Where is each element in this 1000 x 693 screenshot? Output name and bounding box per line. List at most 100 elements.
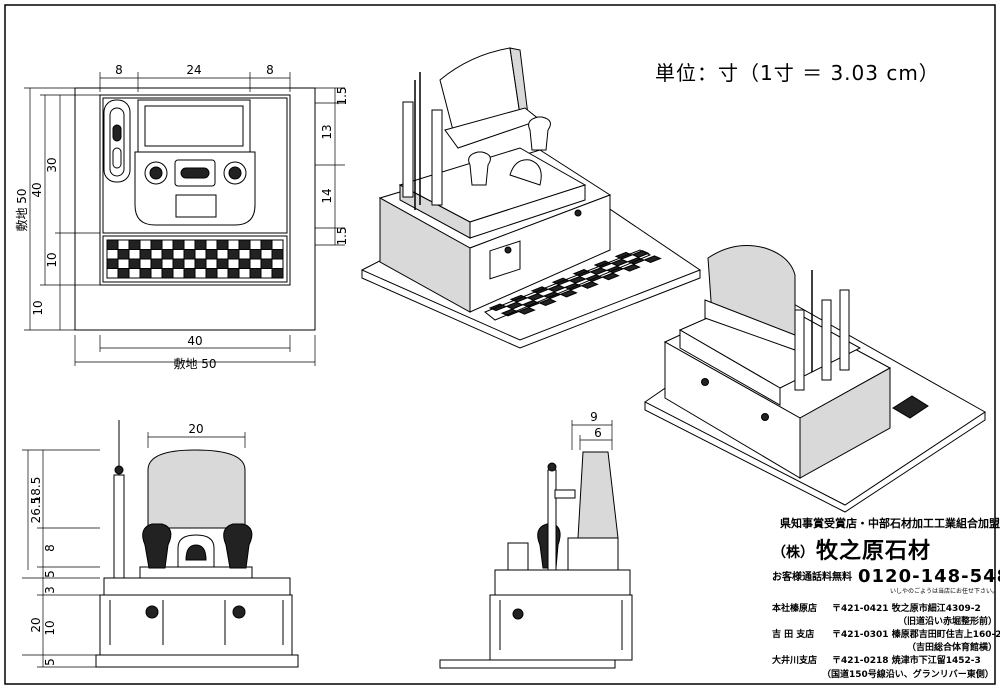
plan-dim-right-3: 14: [320, 188, 334, 203]
checker-tile: [161, 239, 174, 250]
checker-tile: [172, 258, 185, 269]
branch-1-name: 本社榛原店: [772, 602, 817, 614]
checker-tile: [139, 249, 152, 260]
iso2-ground-edge: [644, 402, 986, 513]
front-knob-right: [232, 605, 246, 619]
side-incense-holder: [507, 542, 529, 571]
checker-tile: [117, 258, 130, 269]
iso1-post-short: [402, 101, 414, 198]
checker-tile: [117, 239, 130, 250]
plan-dim-left-10b: 10: [31, 300, 45, 315]
checker-tile: [216, 258, 229, 269]
checker-tile: [183, 268, 196, 279]
iso-checker-tile: [559, 289, 578, 298]
checker-tile: [271, 249, 284, 260]
plan-water-basin: [175, 194, 217, 218]
company-name: 牧之原石材: [816, 538, 931, 564]
plan-pavement-outline: [102, 235, 288, 283]
iso2-knob-2: [761, 413, 769, 421]
front-vase-right: [223, 523, 253, 569]
iso1-drawer-knob-right: [574, 209, 582, 217]
front-base: [99, 594, 293, 656]
plan-dim-bottom-site: 敷地 50: [173, 356, 216, 371]
checker-tile: [227, 268, 240, 279]
iso-checker-tile: [517, 306, 536, 315]
plan-dim-right-4: 1.5: [335, 226, 349, 245]
plan-monument: [137, 99, 251, 153]
checker-tile: [205, 239, 218, 250]
branch-2-name: 吉 田 支店: [772, 628, 814, 640]
front-knob-left: [145, 605, 159, 619]
side-monument-base: [567, 537, 619, 571]
checker-tile: [249, 268, 262, 279]
checker-tile: [260, 258, 273, 269]
iso2-post-3: [821, 299, 832, 381]
checker-tile: [271, 258, 284, 269]
iso1-ground-edge: [361, 270, 701, 349]
front-dim-3: 3: [43, 586, 57, 594]
plan-base-outline: [99, 94, 291, 286]
front-elevation: 20 26.5 18.5 8 5 3 20 10 5: [22, 420, 299, 668]
plan-dim-top-right: 8: [266, 63, 274, 77]
front-dim-185: 18.5: [29, 477, 43, 504]
iso-checker-tile: [580, 281, 599, 289]
side-dim-9: 9: [590, 410, 598, 424]
phone-note: いしやのごようは当店にお任せ下さい。: [890, 587, 998, 595]
checker-tile: [238, 249, 251, 260]
checker-tile: [183, 239, 196, 250]
checker-tile: [238, 268, 251, 279]
front-monument-base: [139, 566, 253, 579]
front-incense-opening: [185, 544, 207, 561]
side-post-finial: [547, 462, 557, 472]
front-dim-5b: 5: [43, 658, 57, 666]
company-award: 県知事賞受賞店・中部石材加工工業組合加盟店: [780, 516, 1000, 530]
checker-tile: [238, 239, 251, 250]
plan-dim-top-center: 24: [186, 63, 201, 77]
iso-checker-tile: [622, 263, 641, 272]
checker-tile: [183, 258, 196, 269]
checker-tile: [271, 239, 284, 250]
iso1-drawer-left: [489, 240, 521, 280]
side-elevation: 9 6: [439, 410, 633, 669]
checker-tile: [205, 258, 218, 269]
side-knob: [512, 608, 524, 620]
checker-tile: [194, 239, 207, 250]
checker-tile: [128, 239, 141, 250]
checker-tile: [172, 249, 185, 260]
plan-dim-left-30: 30: [45, 157, 59, 172]
plan-checker-pavement: [106, 239, 284, 279]
isometric-view-front: [360, 47, 702, 349]
branch-2-note: （吉田総合体育館横）: [907, 641, 997, 653]
checker-tile: [249, 249, 262, 260]
iso-checker-tile: [601, 272, 620, 281]
isometric-view-back: [644, 245, 986, 513]
side-post-bar: [554, 489, 576, 499]
checker-tile: [260, 249, 273, 260]
front-dim-10: 10: [43, 620, 57, 635]
branch-2-address: 〒421-0301 榛原郡吉田町住吉上160-2: [832, 628, 1000, 640]
company-info: 県知事賞受賞店・中部石材加工工業組合加盟店 （株） 牧之原石材 お客様通話料無料…: [772, 516, 1000, 680]
checker-tile: [227, 258, 240, 269]
side-base: [489, 594, 633, 661]
branch-3-address: 〒421-0218 焼津市下江留1452-3: [832, 654, 981, 666]
plan-dim-right-2: 13: [320, 124, 334, 139]
front-dim-265: 26.5: [29, 497, 43, 524]
checker-tile: [161, 258, 174, 269]
plan-dim-left-40: 40: [30, 182, 44, 197]
checker-tile: [249, 239, 262, 250]
checker-tile: [216, 268, 229, 279]
company-phone[interactable]: 0120-148-548: [858, 566, 1000, 587]
iso-checker-tile: [538, 298, 557, 307]
iso1-pavement-edge: [484, 249, 652, 321]
front-dim-5a: 5: [43, 570, 57, 578]
toll-free-label: お客様通話料無料: [772, 570, 852, 583]
front-dim-8: 8: [43, 544, 57, 552]
checker-tile: [227, 249, 240, 260]
checker-tile: [194, 268, 207, 279]
checker-tile: [150, 268, 163, 279]
iso1-vase-right: [528, 116, 551, 151]
checker-tile: [161, 268, 174, 279]
checker-tile: [139, 239, 152, 250]
checker-tile: [216, 249, 229, 260]
